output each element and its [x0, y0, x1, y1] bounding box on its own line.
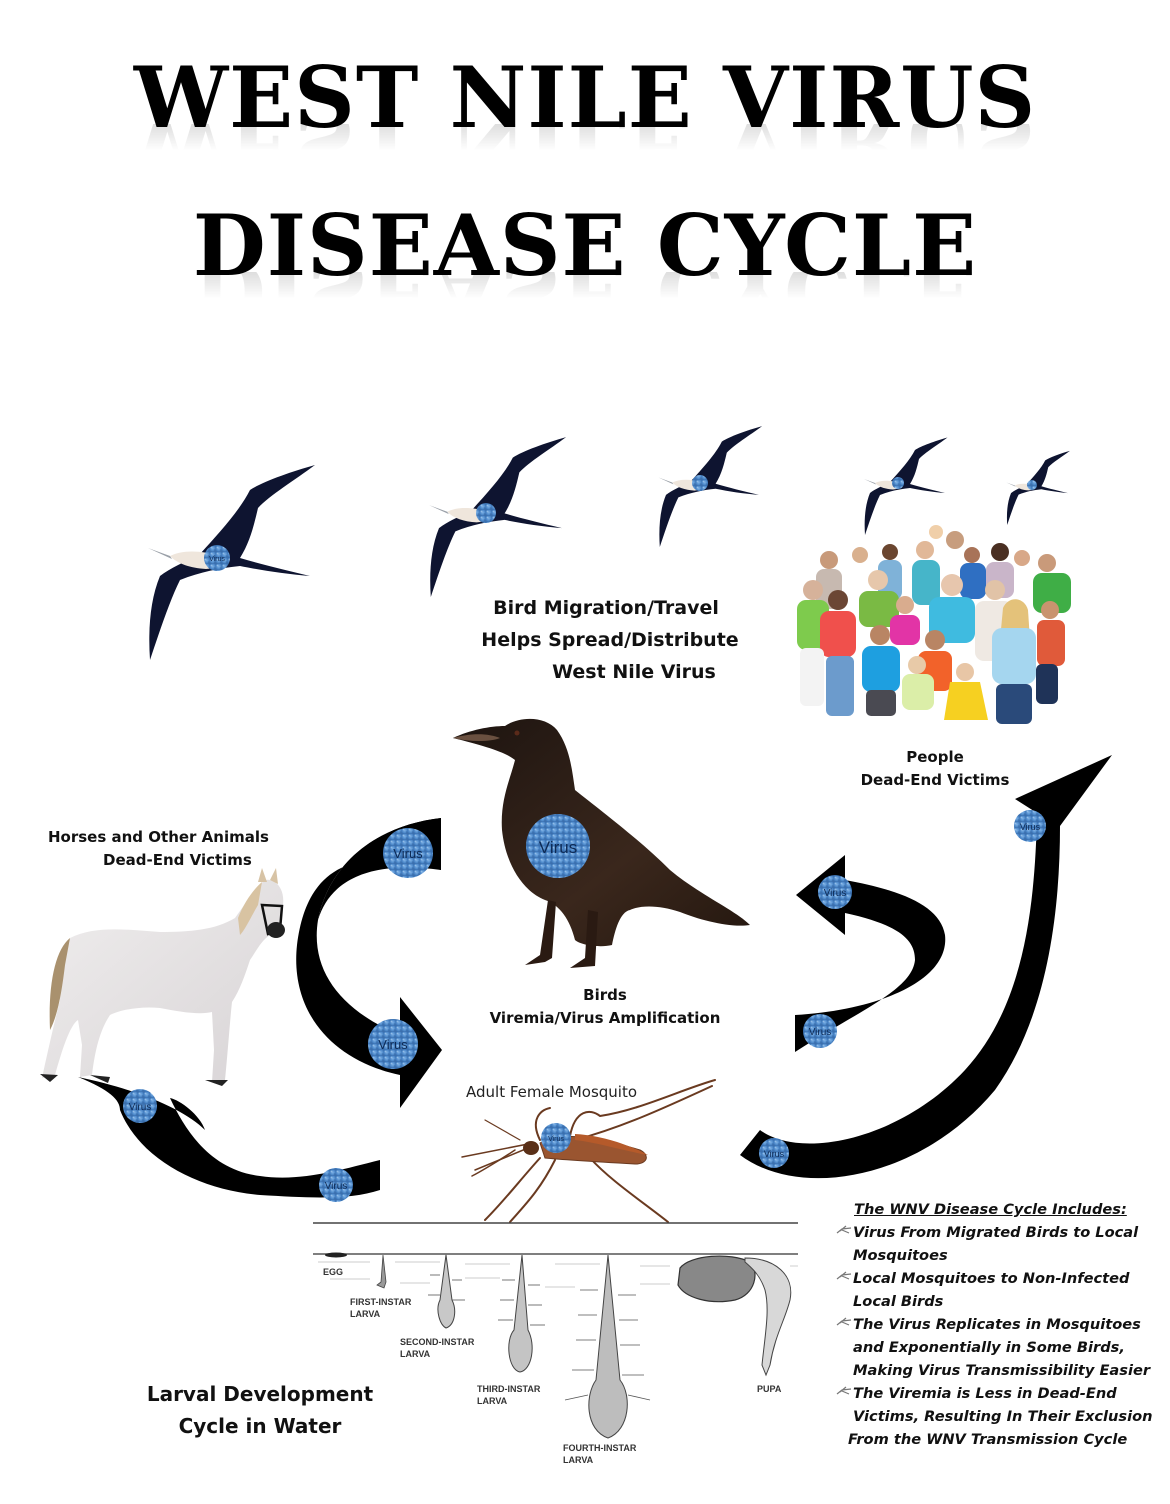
notes-item-1: Virus From Migrated Birds to Local — [836, 1221, 1156, 1244]
mosquito-caption: Adult Female Mosquito — [466, 1083, 638, 1101]
migration-caption-line-3: West Nile Virus — [552, 661, 716, 683]
mosquito-image — [461, 1079, 716, 1223]
frigatebird-5 — [1006, 450, 1070, 525]
notes-item-4: The Viremia is Less in Dead-End — [836, 1382, 1156, 1405]
frigatebird-1: Virus — [148, 465, 315, 660]
frigatebird-2 — [429, 437, 567, 597]
horses-caption: Horses and Other Animals Dead-End Victim… — [48, 826, 288, 872]
migration-caption-line-1: Bird Migration/Travel — [493, 597, 719, 619]
arrow-mosquito-to-horse: Virus Virus — [78, 1077, 380, 1202]
notes-tail: From the WNV Transmission Cycle — [848, 1431, 1128, 1448]
notes-item-2: Local Mosquitoes to Non-Infected — [836, 1267, 1156, 1290]
frigatebird-4 — [864, 437, 948, 535]
migration-caption-line-2: Helps Spread/Distribute — [481, 629, 739, 651]
birds-caption-line-2: Viremia/Virus Amplification — [489, 1009, 721, 1027]
virus-label: Virus — [809, 1027, 832, 1038]
arrow-mosquito-to-bird: Virus Virus — [795, 855, 946, 1052]
larval-caption-line-1: Larval Development — [146, 1382, 374, 1406]
virus-label: Virus — [209, 556, 225, 563]
larval-development-diagram — [313, 1252, 798, 1439]
virus-label: Virus — [1020, 822, 1041, 832]
larval-caption-line-2: Cycle in Water — [178, 1414, 342, 1438]
virus-particle-icon — [541, 1123, 571, 1153]
larval-caption: Larval Development Cycle in Water — [130, 1378, 390, 1442]
horses-caption-line-1: Horses and Other Animals — [48, 828, 269, 846]
mosquito-bullet-icon — [836, 1225, 852, 1234]
frigatebird-3 — [658, 426, 763, 547]
notes-item-3: The Virus Replicates in Mosquitoes — [836, 1313, 1156, 1336]
cycle-notes: The WNV Disease Cycle Includes: Virus Fr… — [836, 1198, 1156, 1451]
virus-label: Virus — [393, 846, 423, 861]
virus-label: Virus — [764, 1149, 785, 1159]
mosquito-bullet-icon — [836, 1271, 852, 1280]
title-line-1: WEST NILE VIRUS — [133, 48, 1037, 147]
people-caption-line-2: Dead-End Victims — [860, 771, 1010, 789]
virus-label: Virus — [129, 1102, 152, 1113]
people-caption: People Dead-End Victims — [835, 746, 1035, 792]
arrow-mosquito-to-people: Virus Virus — [740, 755, 1112, 1179]
birds-caption-line-1: Birds — [583, 986, 627, 1004]
virus-label: Virus — [824, 888, 847, 899]
notes-heading: The WNV Disease Cycle Includes: — [854, 1201, 1127, 1218]
arrow-bird-to-mosquito: Virus Virus — [296, 818, 442, 1108]
stage-label-egg: EGG — [323, 1267, 344, 1277]
birds-caption: Birds Viremia/Virus Amplification — [470, 984, 740, 1030]
virus-label: Virus — [325, 1181, 348, 1192]
migration-caption: Bird Migration/Travel Helps Spread/Distr… — [440, 592, 780, 688]
horse-image — [40, 868, 285, 1086]
horses-caption-line-2: Dead-End Victims — [103, 851, 252, 869]
virus-label: Virus — [378, 1037, 408, 1052]
stage-label-pupa: PUPA — [757, 1384, 782, 1394]
mosquito-bullet-icon — [836, 1386, 852, 1395]
mosquito-bullet-icon — [836, 1317, 852, 1326]
virus-label: Virus — [548, 1136, 564, 1143]
title-line-2: DISEASE CYCLE — [192, 196, 978, 295]
people-group-image — [792, 525, 1092, 745]
virus-label: Virus — [539, 838, 577, 857]
crow-image: Virus — [453, 718, 750, 968]
people-caption-line-1: People — [906, 748, 964, 766]
